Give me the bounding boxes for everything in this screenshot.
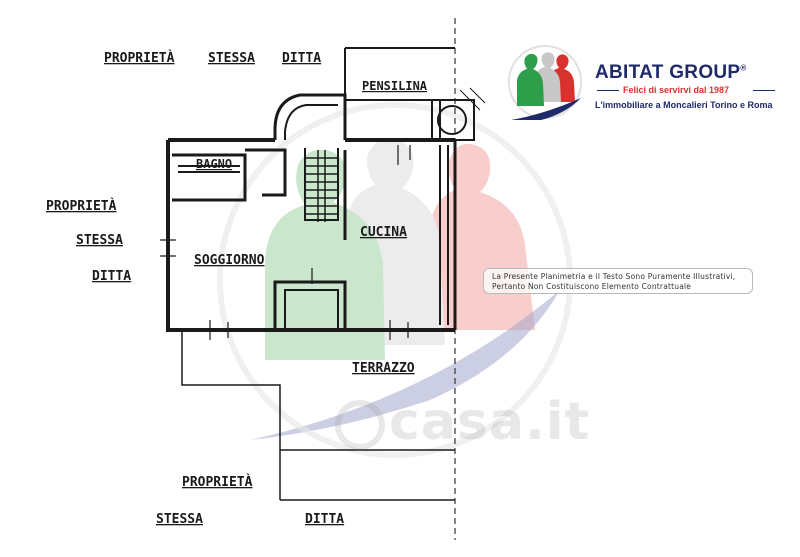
watermark-figure-red [430,143,535,330]
label-left-proprieta: PROPRIETÀ [46,198,117,214]
label-bottom-ditta: DITTA [305,512,344,527]
watermark-figure-green [265,149,385,360]
tagline-rule-right [753,90,775,91]
label-terrazzo: TERRAZZO [352,361,415,376]
watermark: casa.it [335,392,590,452]
label-bottom-stessa: STESSA [156,512,203,527]
brand-logo: ABITAT GROUP® Felici di servirvi dal 198… [505,42,775,130]
brand-subtagline: L'immobiliare a Moncalieri Torino e Roma [595,100,773,110]
label-left-ditta: DITTA [92,269,131,284]
walls [160,47,486,501]
label-pensilina: PENSILINA [362,79,428,93]
label-cucina: CUCINA [360,225,407,240]
label-bagno: BAGNO [196,157,232,171]
house-icon [335,400,385,450]
label-top-proprieta: PROPRIETÀ [104,50,175,66]
disclaimer-line-2: Pertanto Non Costituiscono Elemento Cont… [492,282,692,292]
label-soggiorno: SOGGIORNO [194,253,265,268]
brand-name: ABITAT GROUP® [595,62,747,83]
tagline-rule-left [597,90,619,91]
label-top-stessa: STESSA [208,51,255,66]
disclaimer-note: La Presente Planimetria e il Testo Sono … [483,268,753,294]
brand-tagline: Felici di servirvi dal 1987 [623,85,730,95]
logo-figures-icon [508,45,582,120]
room-labels: PROPRIETÀ STESSA DITTA PROPRIETÀ STESSA … [46,50,428,527]
label-left-stessa: STESSA [76,233,123,248]
watermark-text: casa.it [389,392,591,452]
label-bottom-proprieta: PROPRIETÀ [182,474,253,490]
label-top-ditta: DITTA [282,51,321,66]
disclaimer-line-1: La Presente Planimetria e il Testo Sono … [492,272,736,281]
